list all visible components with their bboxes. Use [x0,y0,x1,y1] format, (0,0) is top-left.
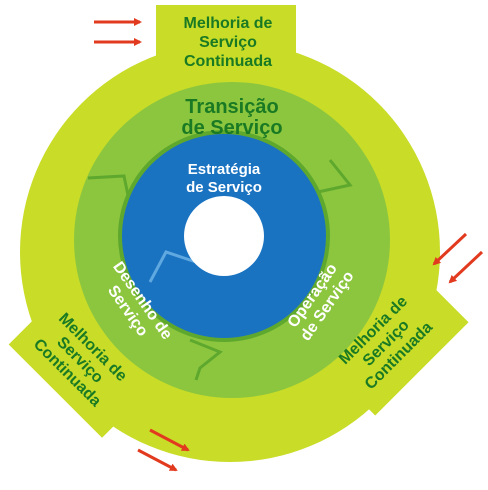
center-hole [184,196,264,276]
improvement-top-line3: Continuada [184,53,272,70]
double-arrow-icon-bottom [137,428,190,472]
improvement-top-line1: Melhoria de [184,15,273,32]
double-arrow-icon-top-left [94,18,142,46]
right-tab [321,268,469,416]
segment-divider-transition-operation [317,159,353,194]
left-tab [8,290,156,438]
improvement-label-top: Melhoria de Serviço Continuada [184,15,273,70]
top-tab [156,5,296,75]
transition-label-line2: de Serviço [181,117,282,139]
transition-label-line1: Transição [185,96,278,118]
segment-divider-design-operation [189,338,223,381]
strategy-label-line1: Estratégia [188,161,261,178]
improvement-top-line2: Serviço [199,34,257,51]
strategy-label-line2: de Serviço [186,179,262,196]
inner-ring-notch [148,250,197,283]
double-arrow-icon-right [432,232,484,284]
strategy-ring [122,134,326,338]
